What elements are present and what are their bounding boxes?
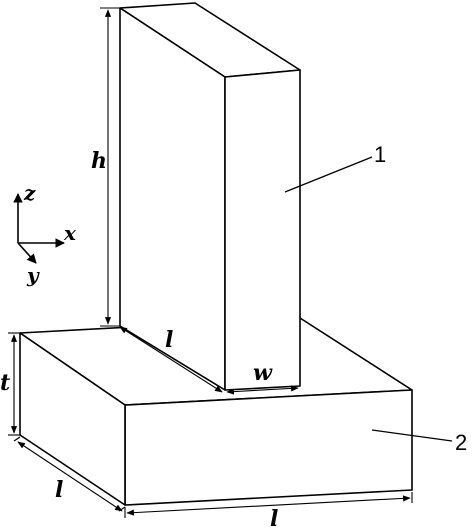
coordinate-axes: z x y bbox=[13, 181, 77, 287]
label-fin-l: l bbox=[165, 327, 173, 353]
part-number-2: 2 bbox=[455, 430, 467, 455]
base-front-face bbox=[124, 389, 413, 506]
dimension-w: w bbox=[226, 360, 299, 395]
dimension-t: t bbox=[0, 332, 20, 436]
callout-part-2: 2 bbox=[371, 429, 467, 455]
dimension-base-bottom-l: l bbox=[124, 492, 413, 530]
dimension-base-left-l: l bbox=[13, 436, 126, 512]
label-base-left-l: l bbox=[55, 477, 63, 503]
x-axis-label: x bbox=[63, 221, 77, 245]
label-t: t bbox=[0, 370, 10, 396]
y-axis-arrow bbox=[17, 242, 37, 264]
part-number-1: 1 bbox=[374, 142, 386, 167]
fin-front-face bbox=[224, 69, 301, 391]
fin-block bbox=[119, 2, 301, 391]
callout-part-1: 1 bbox=[284, 142, 386, 193]
dimension-fin-l: l bbox=[119, 326, 223, 393]
dimension-h: h bbox=[91, 7, 120, 327]
label-h: h bbox=[91, 148, 107, 174]
label-base-bottom-l: l bbox=[270, 506, 278, 530]
y-axis-label: y bbox=[26, 263, 40, 287]
z-axis-label: z bbox=[23, 181, 36, 205]
label-w: w bbox=[253, 360, 273, 386]
